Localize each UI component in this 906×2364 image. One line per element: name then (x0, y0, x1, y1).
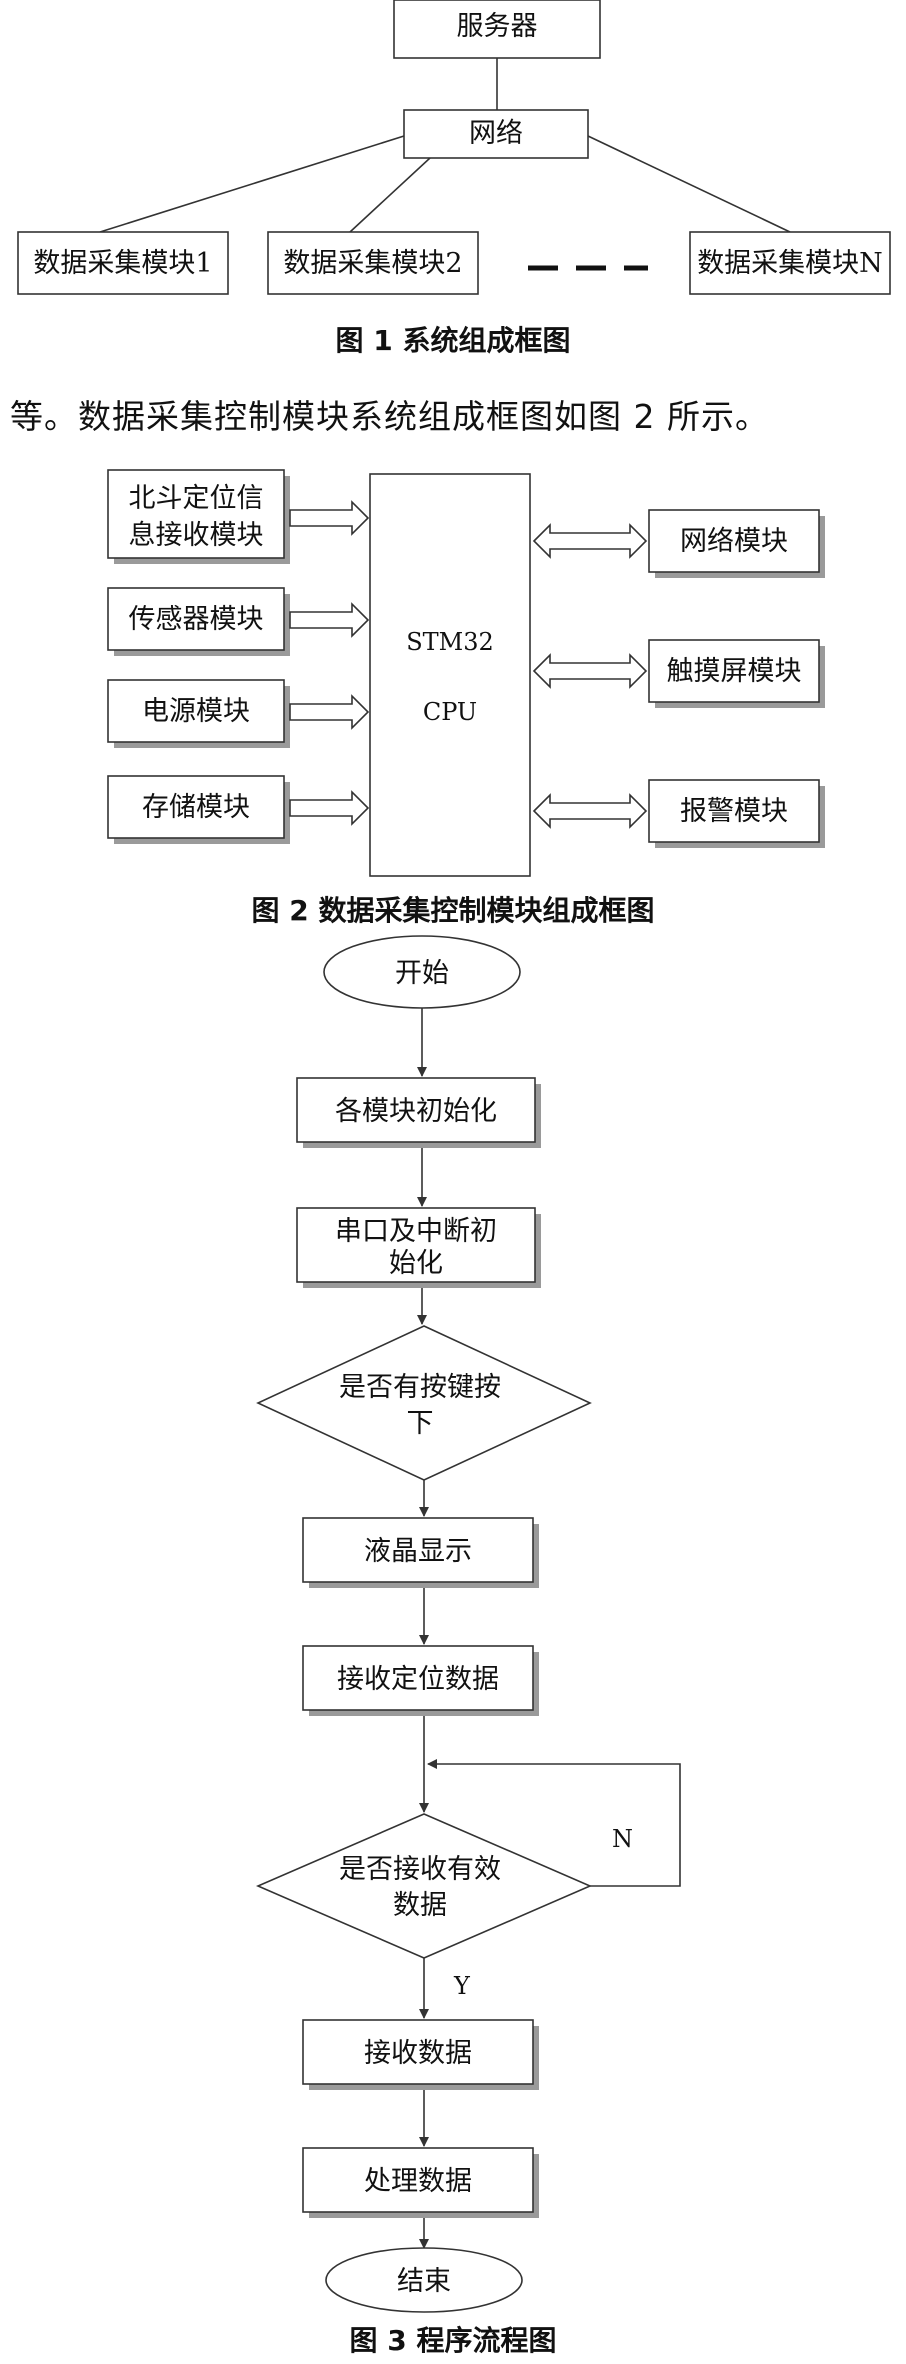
module2-label: 数据采集模块2 (283, 248, 462, 279)
figure3-flowchart: 开始 各模块初始化 串口及中断初 始化 是否有按键按 下 液晶显示 接收定位数据… (255, 935, 681, 2357)
cpu-box (369, 473, 531, 877)
valid-data-label-line2: 数据 (393, 1890, 447, 1921)
receive-data-label: 接收数据 (364, 2038, 472, 2069)
serial-init-label-line2: 始化 (389, 1248, 443, 1279)
sensor-to-cpu-arrow (289, 602, 370, 638)
lcd-display-box (302, 1517, 534, 1583)
network-moduleN-connector (587, 135, 791, 233)
figure1-caption: 图 1 系统组成框图 (336, 324, 571, 357)
figure1-system-diagram: 服务器 网络 数据采集模块1 数据采集模块2 数据采集模块N 图 1 系统组成框… (17, 0, 891, 357)
serial-init-box (296, 1207, 536, 1283)
receive-data-box (302, 2019, 534, 2085)
network-box (403, 109, 589, 159)
process-data-box (302, 2147, 534, 2213)
moduleN-label: 数据采集模块N (697, 248, 883, 279)
figure2-caption: 图 2 数据采集控制模块组成框图 (252, 894, 655, 927)
power-module-label: 电源模块 (142, 696, 250, 727)
network-label: 网络 (469, 118, 523, 149)
cpu-label-line1: STM32 (406, 628, 494, 656)
receive-position-label: 接收定位数据 (337, 1664, 499, 1695)
sensor-module-label: 传感器模块 (129, 604, 264, 635)
touchscreen-module-box (648, 639, 820, 703)
receive-position-box (302, 1645, 534, 1711)
network-module-box (648, 509, 820, 573)
process-data-label: 处理数据 (364, 2166, 472, 2197)
end-terminal (325, 2247, 523, 2313)
moduleN-box (689, 231, 891, 295)
server-box (393, 0, 601, 59)
beidou-module-box (107, 469, 285, 559)
beidou-label-line2: 息接收模块 (129, 520, 264, 551)
server-label: 服务器 (457, 11, 538, 42)
body-paragraph: 等。数据采集控制模块系统组成框图如图 2 所示。 (10, 397, 769, 436)
loop-back-connector (427, 1759, 681, 1887)
touchscreen-module-label: 触摸屏模块 (667, 656, 802, 687)
figure3-caption: 图 3 程序流程图 (350, 2324, 557, 2357)
storage-module-box (107, 775, 285, 839)
network-module2-connector (349, 157, 431, 233)
module1-box (17, 231, 229, 295)
beidou-label-line1: 北斗定位信 (129, 483, 264, 514)
key-press-decision (256, 1325, 592, 1481)
network-module-label: 网络模块 (680, 526, 788, 557)
start-label: 开始 (395, 958, 449, 989)
init-step-box (296, 1077, 536, 1143)
lcd-display-label: 液晶显示 (364, 1536, 472, 1567)
key-press-label-line2: 下 (407, 1408, 434, 1439)
valid-data-decision (255, 1813, 593, 1959)
alarm-module-label: 报警模块 (680, 796, 788, 827)
serial-init-label-line1: 串口及中断初 (335, 1216, 497, 1247)
alarm-module-box (648, 779, 820, 843)
cpu-network-double-arrow (532, 523, 648, 559)
storage-module-label: 存储模块 (142, 792, 250, 823)
valid-data-label-line1: 是否接收有效 (339, 1854, 501, 1885)
no-branch-label: N (612, 1825, 633, 1853)
cpu-alarm-double-arrow (532, 793, 648, 829)
module2-box (267, 231, 479, 295)
init-step-label: 各模块初始化 (335, 1096, 497, 1127)
yes-branch-label: Y (453, 1972, 471, 2000)
cpu-touchscreen-double-arrow (532, 653, 648, 689)
cpu-label-line2: CPU (423, 698, 477, 726)
power-to-cpu-arrow (289, 694, 370, 730)
end-label: 结束 (397, 2266, 451, 2297)
network-module1-connector (99, 135, 405, 233)
figure2-module-diagram: STM32 CPU 北斗定位信 息接收模块 传感器模块 电源模块 存储模块 网络… (107, 469, 825, 927)
power-module-box (107, 679, 285, 743)
key-press-label-line1: 是否有按键按 (339, 1372, 501, 1403)
beidou-to-cpu-arrow (289, 500, 370, 536)
module1-label: 数据采集模块1 (33, 248, 212, 279)
storage-to-cpu-arrow (289, 790, 370, 826)
sensor-module-box (107, 587, 285, 651)
